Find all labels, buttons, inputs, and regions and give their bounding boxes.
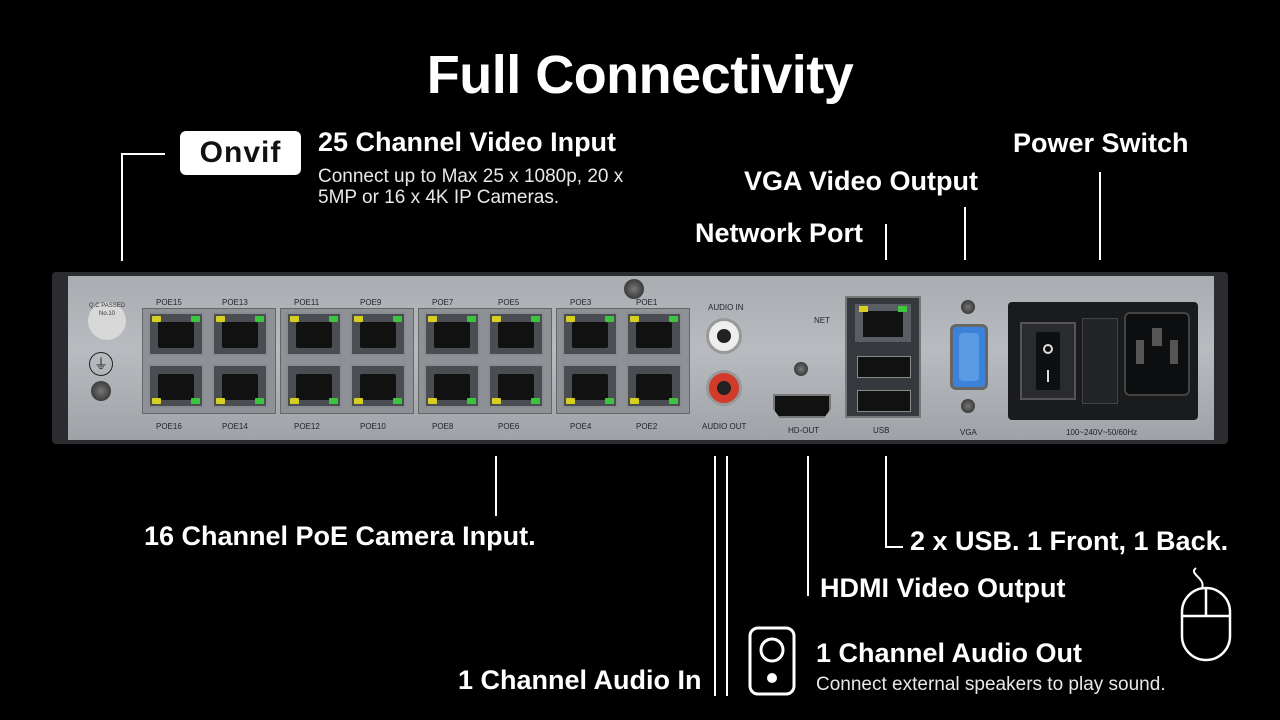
poe-bottom-label: POE16 [156, 422, 182, 431]
hdmi-leader-v [807, 456, 809, 596]
audio-in-leader [714, 456, 716, 696]
hdmi-screw-icon [794, 362, 808, 376]
poe-port-poe12[interactable] [286, 364, 342, 408]
poe-port-poe6[interactable] [488, 364, 544, 408]
poe-bottom-label: POE8 [432, 422, 454, 431]
page-title: Full Connectivity [426, 45, 854, 105]
vga-leader [964, 207, 966, 260]
fuse-holder [1082, 318, 1118, 404]
label-vga-output: VGA Video Output [744, 166, 978, 196]
poe-port-poe4[interactable] [562, 364, 618, 408]
audio-out-device-label: AUDIO OUT [702, 422, 747, 431]
vga-port[interactable] [950, 324, 988, 390]
usb-leader-h [885, 546, 903, 548]
poe-port-poe5[interactable] [488, 312, 544, 356]
usb-port-top[interactable] [857, 356, 911, 378]
onvif-leader-v [121, 153, 123, 261]
audio-out-jack[interactable] [706, 370, 742, 406]
poe-top-label: POE15 [156, 298, 182, 307]
poe-bottom-label: POE4 [570, 422, 592, 431]
poe-bottom-label: POE2 [636, 422, 658, 431]
poe-port-poe1[interactable] [626, 312, 682, 356]
ground-icon: ⏚ [89, 352, 113, 376]
poe-leader [495, 456, 497, 516]
label-usb: 2 x USB. 1 Front, 1 Back. [910, 526, 1229, 556]
top-screw-icon [624, 279, 644, 299]
network-port[interactable] [855, 304, 911, 342]
poe-port-poe7[interactable] [424, 312, 480, 356]
label-audio-in: 1 Channel Audio In [458, 665, 702, 695]
poe-bottom-label: POE12 [294, 422, 320, 431]
onvif-logo-text: Onvif [199, 136, 282, 169]
vga-screw-bottom-icon [961, 399, 975, 413]
label-poe-input: 16 Channel PoE Camera Input. [144, 521, 536, 551]
video-input-desc-2: 5MP or 16 x 4K IP Cameras. [318, 187, 560, 208]
qc-seal: Q.C PASSED No.10 [88, 302, 126, 340]
poe-top-label: POE7 [432, 298, 454, 307]
net-device-label: NET [814, 316, 830, 325]
poe-bottom-label: POE14 [222, 422, 248, 431]
power-leader [1099, 172, 1101, 260]
usb-port-bottom[interactable] [857, 390, 911, 412]
label-network-port: Network Port [695, 218, 864, 248]
poe-port-poe8[interactable] [424, 364, 480, 408]
poe-top-label: POE5 [498, 298, 520, 307]
vga-screw-top-icon [961, 300, 975, 314]
label-hdmi-output: HDMI Video Output [820, 573, 1066, 603]
poe-port-poe3[interactable] [562, 312, 618, 356]
audio-out-desc: Connect external speakers to play sound. [816, 674, 1166, 695]
power-switch[interactable] [1020, 322, 1076, 400]
poe-port-poe2[interactable] [626, 364, 682, 408]
poe-top-label: POE11 [294, 298, 320, 307]
audio-in-device-label: AUDIO IN [708, 303, 744, 312]
poe-port-poe16[interactable] [148, 364, 204, 408]
poe-port-poe11[interactable] [286, 312, 342, 356]
video-input-title: 25 Channel Video Input [318, 127, 617, 157]
poe-bottom-label: POE10 [360, 422, 386, 431]
poe-port-poe14[interactable] [212, 364, 268, 408]
label-audio-out: 1 Channel Audio Out [816, 638, 1082, 668]
usb-device-label: USB [873, 426, 890, 435]
poe-port-poe9[interactable] [350, 312, 406, 356]
video-input-desc-1: Connect up to Max 25 x 1080p, 20 x [318, 166, 624, 187]
speaker-icon [748, 626, 796, 696]
usb-leader-v [885, 456, 887, 548]
label-power-switch: Power Switch [1013, 128, 1189, 158]
power-rating-label: 100~240V~50/60Hz [1066, 428, 1138, 437]
network-leader [885, 224, 887, 260]
mouse-icon [1178, 566, 1234, 664]
ground-screw-icon [91, 381, 111, 401]
onvif-logo: Onvif [180, 131, 301, 175]
poe-port-poe10[interactable] [350, 364, 406, 408]
audio-in-jack[interactable] [706, 318, 742, 354]
poe-top-label: POE3 [570, 298, 592, 307]
poe-top-label: POE9 [360, 298, 382, 307]
poe-port-poe13[interactable] [212, 312, 268, 356]
hdout-device-label: HD-OUT [788, 426, 820, 435]
hdmi-port[interactable] [773, 394, 831, 418]
power-inlet[interactable] [1124, 312, 1190, 396]
poe-port-poe15[interactable] [148, 312, 204, 356]
audio-out-leader [726, 456, 728, 696]
poe-top-label: POE1 [636, 298, 658, 307]
poe-top-label: POE13 [222, 298, 248, 307]
vga-device-label: VGA [960, 428, 977, 437]
poe-bottom-label: POE6 [498, 422, 520, 431]
onvif-leader-h [121, 153, 165, 155]
